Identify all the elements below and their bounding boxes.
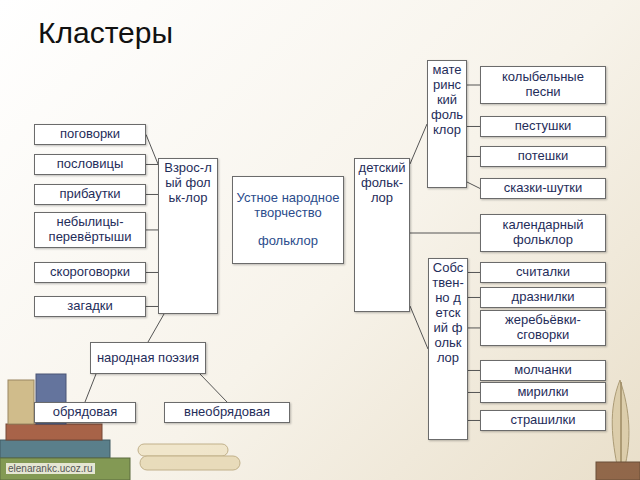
node-text: фольклор [236, 234, 340, 249]
leaf-box: народная поэзия [90, 342, 206, 374]
leaf-box: пословицы [34, 154, 146, 175]
node-text: народная поэзия [94, 351, 202, 366]
leaf-box: потешки [480, 146, 606, 167]
connector-line [410, 306, 428, 349]
leaf-box: жеребьёвки-сговорки [480, 310, 606, 346]
node-text: загадки [38, 299, 142, 314]
connector-line [467, 85, 480, 86]
node-text: внеобрядовая [168, 405, 286, 420]
leaf-box: мирилки [480, 382, 606, 403]
connector-line [200, 374, 227, 402]
connector-line [467, 156, 480, 157]
connector-line [467, 182, 480, 188]
node-text: Собствен-но детский фольклор [432, 261, 464, 366]
node-text: пословицы [38, 157, 142, 172]
leaf-box: колыбельные песни [480, 66, 606, 104]
node-text: дразнилки [484, 290, 602, 305]
node-text: Устное народное творчество [236, 191, 340, 221]
leaf-box: скороговорки [34, 262, 146, 283]
node-text: пестушки [484, 119, 602, 134]
slide-title: Кластеры [38, 16, 173, 50]
leaf-box: загадки [34, 296, 146, 317]
node-text: мирилки [484, 385, 602, 400]
leaf-box: дразнилки [480, 287, 606, 308]
node-text: прибаутки [38, 187, 142, 202]
leaf-box: небылицы-перевёртыши [34, 212, 146, 248]
connector-line [467, 126, 480, 127]
connector-line [410, 124, 427, 164]
leaf-box: внеобрядовая [164, 402, 290, 423]
leaf-box: молчанки [480, 360, 606, 381]
books-illustration [0, 374, 240, 480]
node-text: материнский фольклор [431, 63, 463, 138]
node-text: колыбельные песни [484, 70, 602, 100]
branch-box: детский фольк-лор [354, 158, 410, 312]
leaf-box: считалки [480, 262, 606, 283]
node-text: считалки [484, 265, 602, 280]
leaf-box: сказки-шутки [480, 178, 606, 199]
node-text: небылицы-перевёртыши [38, 215, 142, 245]
connector-line [146, 194, 158, 195]
connector-line [468, 420, 480, 421]
connector-line [468, 370, 480, 371]
connector-line [146, 229, 158, 230]
node-text: скороговорки [38, 265, 142, 280]
connector-line [468, 392, 480, 393]
node-text: сказки-шутки [484, 181, 602, 196]
connector-line [468, 327, 480, 328]
connector-line [410, 233, 480, 234]
connector-line [85, 374, 96, 402]
node-text: потешки [484, 149, 602, 164]
node-text: календарный фольклор [484, 218, 602, 248]
leaf-box: календарный фольклор [480, 214, 606, 252]
leaf-box: пестушки [480, 116, 606, 137]
watermark: elenarankc.ucoz.ru [6, 463, 95, 474]
leaf-box: страшилки [480, 410, 606, 431]
sub-branch-box: материнский фольклор [427, 60, 467, 188]
node-text: поговорки [38, 127, 142, 142]
node-text: страшилки [484, 413, 602, 428]
connector-line [146, 306, 158, 307]
connector-line [148, 314, 164, 342]
connector-line [146, 272, 158, 273]
leaf-box: поговорки [34, 124, 146, 145]
node-text: детский фольк-лор [358, 161, 406, 206]
leaf-box: прибаутки [34, 184, 146, 205]
connector-line [146, 134, 158, 164]
node-text: обрядовая [38, 405, 132, 420]
connector-line [146, 164, 158, 165]
branch-box: Взрос-лый фольк-лор [158, 158, 218, 314]
node-text: жеребьёвки-сговорки [484, 313, 602, 343]
node-text: Взрос-лый фольк-лор [162, 161, 214, 206]
connector-line [468, 297, 480, 298]
connector-line [468, 272, 480, 273]
node-text: молчанки [484, 363, 602, 378]
sub-branch-box: Собствен-но детский фольклор [428, 258, 468, 440]
root-box: Устное народное творчество фольклор [232, 176, 344, 264]
leaf-box: обрядовая [34, 402, 136, 423]
